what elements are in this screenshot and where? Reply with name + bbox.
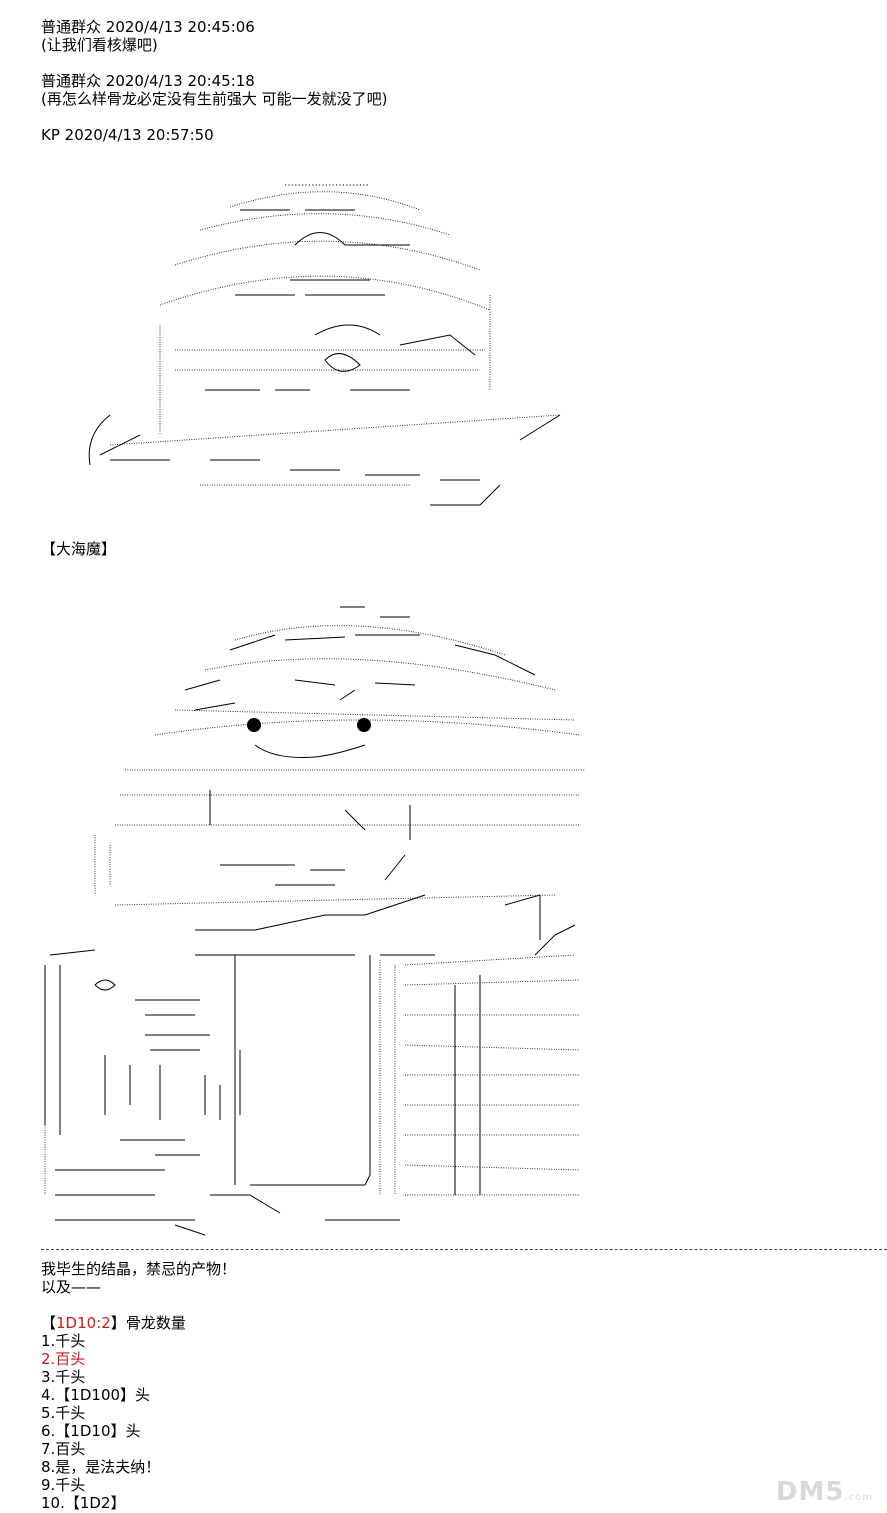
- option-7: 7.百头: [41, 1440, 86, 1458]
- watermark-logo: DM5.com: [776, 1477, 873, 1507]
- watermark-sub: .com: [844, 1492, 873, 1503]
- option-2-highlighted: 2.百头: [41, 1350, 86, 1368]
- narration-line-1: 我毕生的结晶，禁忌的产物！: [41, 1260, 237, 1278]
- ascii-art-monster: [44, 606, 585, 1236]
- roll-close-bracket: 】: [110, 1314, 126, 1332]
- message-2-text: (再怎么样骨龙必定没有生前强大 可能一发就没了吧): [41, 90, 388, 108]
- option-4: 4.【1D100】头: [41, 1386, 151, 1404]
- message-2-time: 2020/4/13 20:45:18: [105, 72, 255, 90]
- option-6: 6.【1D10】头: [41, 1422, 141, 1440]
- monster-right-eye: [357, 718, 371, 732]
- message-3-time: 2020/4/13 20:57:50: [64, 126, 214, 144]
- option-8: 8.是，是法夫纳！: [41, 1458, 161, 1476]
- roll-dice: 1D10:2: [56, 1314, 111, 1332]
- roll-open-bracket: 【: [41, 1314, 57, 1332]
- divider: [41, 1249, 887, 1250]
- roll-label: 骨龙数量: [125, 1314, 186, 1332]
- monster-left-eye: [247, 718, 261, 732]
- option-9: 9.千头: [41, 1476, 86, 1494]
- message-1-author: 普通群众: [41, 18, 102, 36]
- option-5: 5.千头: [41, 1404, 86, 1422]
- ascii-art-helmet: [88, 184, 561, 506]
- message-2-header: 普通群众 2020/4/13 20:45:18: [41, 72, 255, 90]
- roll-title: 【1D10:2】骨龙数量: [41, 1314, 186, 1332]
- message-1-header: 普通群众 2020/4/13 20:45:06: [41, 18, 255, 36]
- monster-label: 【大海魔】: [41, 540, 117, 558]
- message-2-author: 普通群众: [41, 72, 102, 90]
- message-3-header: KP 2020/4/13 20:57:50: [41, 126, 214, 144]
- message-3-author: KP: [41, 126, 60, 144]
- option-3: 3.千头: [41, 1368, 86, 1386]
- message-1-text: (让我们看核爆吧): [41, 36, 158, 54]
- narration-line-2: 以及——: [41, 1278, 102, 1296]
- watermark-text: DM5: [775, 1477, 845, 1507]
- option-10: 10.【1D2】: [41, 1494, 126, 1512]
- option-1: 1.千头: [41, 1332, 86, 1350]
- message-1-time: 2020/4/13 20:45:06: [105, 18, 255, 36]
